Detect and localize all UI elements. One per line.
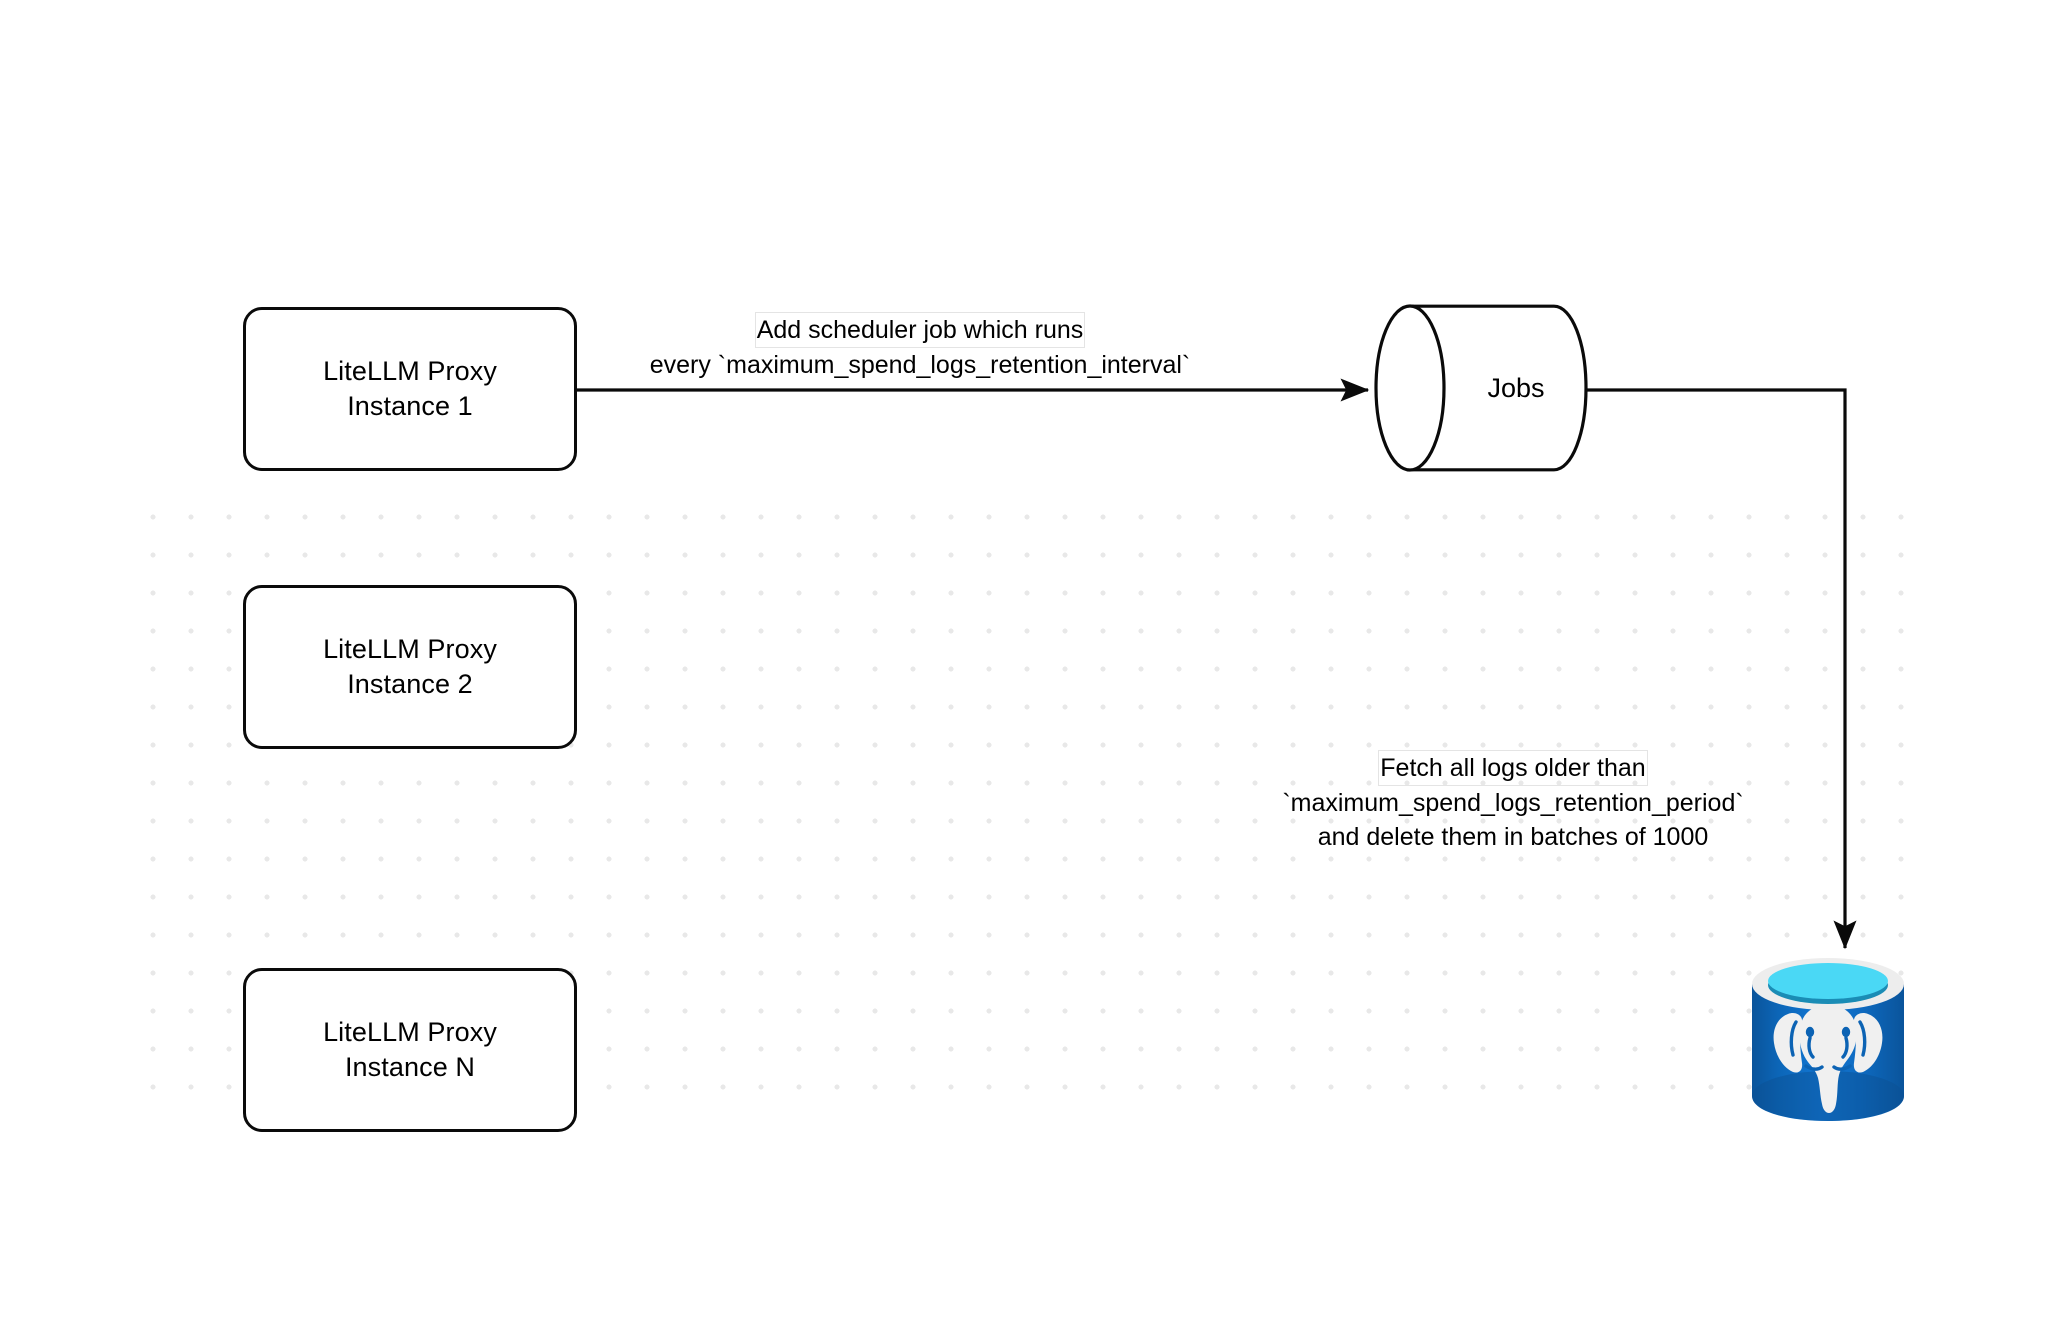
node-litellm-proxy-instance-1[interactable]: LiteLLM Proxy Instance 1 [243, 307, 577, 471]
postgresql-database-icon [1752, 958, 1904, 1121]
edge-label-line-2: `maximum_spend_logs_retention_period` [1282, 789, 1744, 817]
elephant-outlines [1789, 1020, 1867, 1071]
database-rim-fill [1768, 963, 1888, 999]
node-label-line1: LiteLLM Proxy [323, 355, 497, 386]
edge-label-line-1: Fetch all logs older than [1378, 750, 1648, 786]
node-postgresql-database[interactable] [1744, 950, 1912, 1130]
node-label-line2: Instance 2 [347, 669, 473, 699]
node-jobs-queue[interactable]: Jobs [1374, 304, 1590, 472]
node-label-jobs: Jobs [1487, 372, 1545, 403]
edge-label-line-3: and delete them in batches of 1000 [1317, 823, 1709, 851]
node-label-line1: LiteLLM Proxy [323, 1016, 497, 1047]
node-label-line2: Instance N [344, 1052, 476, 1082]
edge-label-add-scheduler-job: Add scheduler job which runs every `maxi… [560, 312, 1280, 382]
edge-label-line-2: every `maximum_spend_logs_retention_inte… [649, 351, 1191, 379]
node-label-line2: Instance 1 [347, 391, 473, 421]
node-litellm-proxy-instance-2[interactable]: LiteLLM Proxy Instance 2 [243, 585, 577, 749]
elephant-eyes [1805, 1026, 1851, 1038]
edge-label-line-1: Add scheduler job which runs [754, 312, 1086, 348]
edge-jobs-to-database [1586, 388, 1857, 950]
node-litellm-proxy-instance-n[interactable]: LiteLLM Proxy Instance N [243, 968, 577, 1132]
cylinder-icon [1374, 304, 1588, 472]
edge-label-fetch-and-delete-logs: Fetch all logs older than `maximum_spend… [1228, 750, 1798, 854]
node-label-line1: LiteLLM Proxy [323, 633, 497, 664]
